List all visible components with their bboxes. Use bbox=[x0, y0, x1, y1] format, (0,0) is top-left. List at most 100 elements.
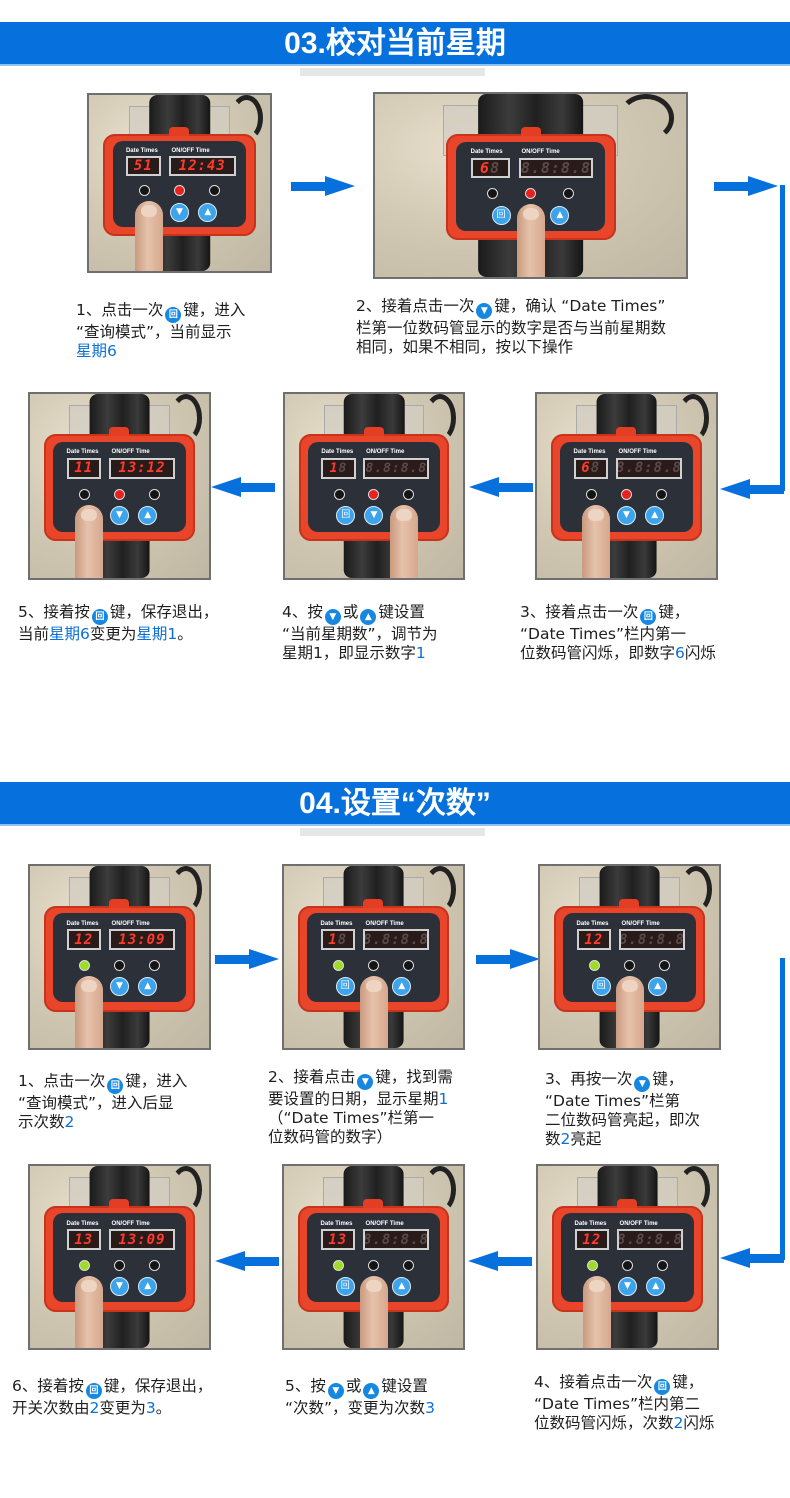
up-triangle-key-button[interactable]: ▲ bbox=[550, 205, 570, 225]
date-times-label: Date Times bbox=[125, 147, 158, 154]
section-03-banner: 03.校对当前星期 bbox=[0, 22, 790, 66]
flow-arrow-icon bbox=[291, 176, 355, 196]
date-times-label: Date Times bbox=[320, 1220, 353, 1227]
down-triangle-key-button[interactable]: ▼ bbox=[109, 506, 129, 526]
off-led-icon bbox=[367, 1259, 379, 1271]
device-keys: 回▼▲ bbox=[53, 977, 185, 997]
down-triangle-key-button[interactable]: ▼ bbox=[364, 506, 384, 526]
up-triangle-key-button[interactable]: ▲ bbox=[198, 202, 218, 222]
device-knob bbox=[363, 899, 384, 909]
menu-key-button[interactable]: 回 bbox=[335, 1277, 355, 1297]
step-caption-03-1: 1、点击一次回键，进入 “查询模式”，当前显示 星期6 bbox=[76, 301, 246, 360]
date-times-display: 13 bbox=[66, 1229, 101, 1250]
on-led-icon bbox=[138, 185, 150, 197]
lock-led-icon bbox=[403, 488, 415, 500]
device-knob bbox=[109, 427, 130, 437]
indicator-leds bbox=[563, 959, 695, 971]
power-cable bbox=[423, 394, 456, 442]
power-cable bbox=[230, 95, 263, 141]
off-led-icon bbox=[621, 1259, 633, 1271]
menu-key-button[interactable]: 回 bbox=[491, 205, 511, 225]
off-led-icon bbox=[368, 488, 380, 500]
section-title: 03.校对当前星期 bbox=[284, 27, 506, 60]
device-knob bbox=[520, 127, 541, 137]
onoff-time-label: ON/OFF Time bbox=[618, 449, 657, 456]
onoff-time-label: ON/OFF Time bbox=[521, 148, 560, 155]
device-knob bbox=[109, 899, 130, 909]
onoff-time-label: ON/OFF Time bbox=[365, 920, 404, 927]
down-triangle-key-icon: ▼ bbox=[324, 609, 341, 625]
down-triangle-key-button[interactable]: ▼ bbox=[109, 977, 129, 997]
down-triangle-key-icon: ▼ bbox=[476, 303, 493, 319]
date-times-display: 51 bbox=[125, 156, 161, 177]
indicator-leds bbox=[307, 959, 439, 971]
on-led-icon bbox=[333, 959, 345, 971]
off-led-icon bbox=[367, 959, 379, 971]
step-caption-04-4: 4、接着点击一次回键， “Date Times”栏内第二 位数码管闪烁，次数2闪… bbox=[534, 1373, 715, 1432]
step-caption-04-6: 6、接着按回键，保存退出， 开关次数由2变更为3。 bbox=[12, 1377, 213, 1417]
lock-led-icon bbox=[148, 488, 160, 500]
down-triangle-key-button[interactable]: ▼ bbox=[109, 1277, 129, 1297]
onoff-time-label: ON/OFF Time bbox=[366, 449, 405, 456]
power-cable bbox=[677, 1166, 710, 1214]
flow-connector-line bbox=[780, 185, 785, 491]
pressing-finger bbox=[582, 504, 611, 578]
lock-led-icon bbox=[655, 488, 667, 500]
menu-key-button[interactable]: 回 bbox=[336, 506, 356, 526]
on-led-icon bbox=[79, 959, 91, 971]
step-caption-03-2: 2、接着点击一次▼键，确认 “Date Times” 栏第一位数码管显示的数字是… bbox=[356, 297, 667, 356]
onoff-time-display: 8.8:8.8 bbox=[616, 1229, 684, 1250]
date-times-label: Date Times bbox=[574, 1220, 607, 1227]
onoff-time-display: 8.8:8.8 bbox=[363, 458, 430, 479]
onoff-time-display: 8.8:8.8 bbox=[615, 458, 683, 479]
up-triangle-key-button[interactable]: ▲ bbox=[646, 1277, 666, 1297]
down-triangle-key-button[interactable]: ▼ bbox=[616, 506, 636, 526]
menu-key-icon: 回 bbox=[640, 609, 657, 625]
up-triangle-key-button[interactable]: ▲ bbox=[138, 1277, 158, 1297]
date-times-label: Date Times bbox=[320, 920, 353, 927]
off-led-icon bbox=[623, 959, 635, 971]
flow-arrow-icon bbox=[720, 1248, 784, 1268]
down-triangle-key-button[interactable]: ▼ bbox=[617, 1277, 637, 1297]
section-04-banner: 04.设置“次数” bbox=[0, 782, 790, 826]
up-triangle-key-button[interactable]: ▲ bbox=[138, 506, 158, 526]
up-triangle-key-button[interactable]: ▲ bbox=[392, 977, 412, 997]
up-triangle-key-button[interactable]: ▲ bbox=[392, 1277, 412, 1297]
date-times-label: Date Times bbox=[66, 449, 99, 456]
menu-key-button[interactable]: 回 bbox=[335, 977, 355, 997]
flow-connector-line bbox=[780, 958, 785, 1260]
onoff-time-display: 12:43 bbox=[168, 156, 236, 177]
flow-arrow-icon bbox=[215, 1251, 279, 1271]
device-keys: 回▼▲ bbox=[53, 506, 185, 526]
onoff-time-display: 13:12 bbox=[108, 458, 176, 479]
up-triangle-key-button[interactable]: ▲ bbox=[645, 506, 665, 526]
device-keys: 回▼▲ bbox=[561, 1277, 693, 1297]
down-triangle-key-button[interactable]: ▼ bbox=[169, 202, 189, 222]
up-triangle-key-button[interactable]: ▲ bbox=[138, 977, 158, 997]
step-caption-04-1: 1、点击一次回键，进入 “查询模式”，进入后显 示次数2 bbox=[18, 1072, 188, 1131]
up-triangle-key-button[interactable]: ▲ bbox=[648, 977, 668, 997]
menu-key-button[interactable]: 回 bbox=[591, 977, 611, 997]
step-caption-04-5: 5、按▼或▲键设置 “次数”，变更为次数3 bbox=[285, 1377, 435, 1417]
onoff-time-label: ON/OFF Time bbox=[111, 1220, 150, 1227]
power-cable bbox=[169, 866, 202, 914]
pressing-finger bbox=[583, 1275, 612, 1348]
onoff-time-label: ON/OFF Time bbox=[171, 147, 210, 154]
indicator-leds bbox=[456, 188, 606, 200]
off-led-icon bbox=[173, 185, 185, 197]
pressing-finger bbox=[75, 1275, 104, 1348]
menu-key-icon: 回 bbox=[165, 307, 182, 323]
